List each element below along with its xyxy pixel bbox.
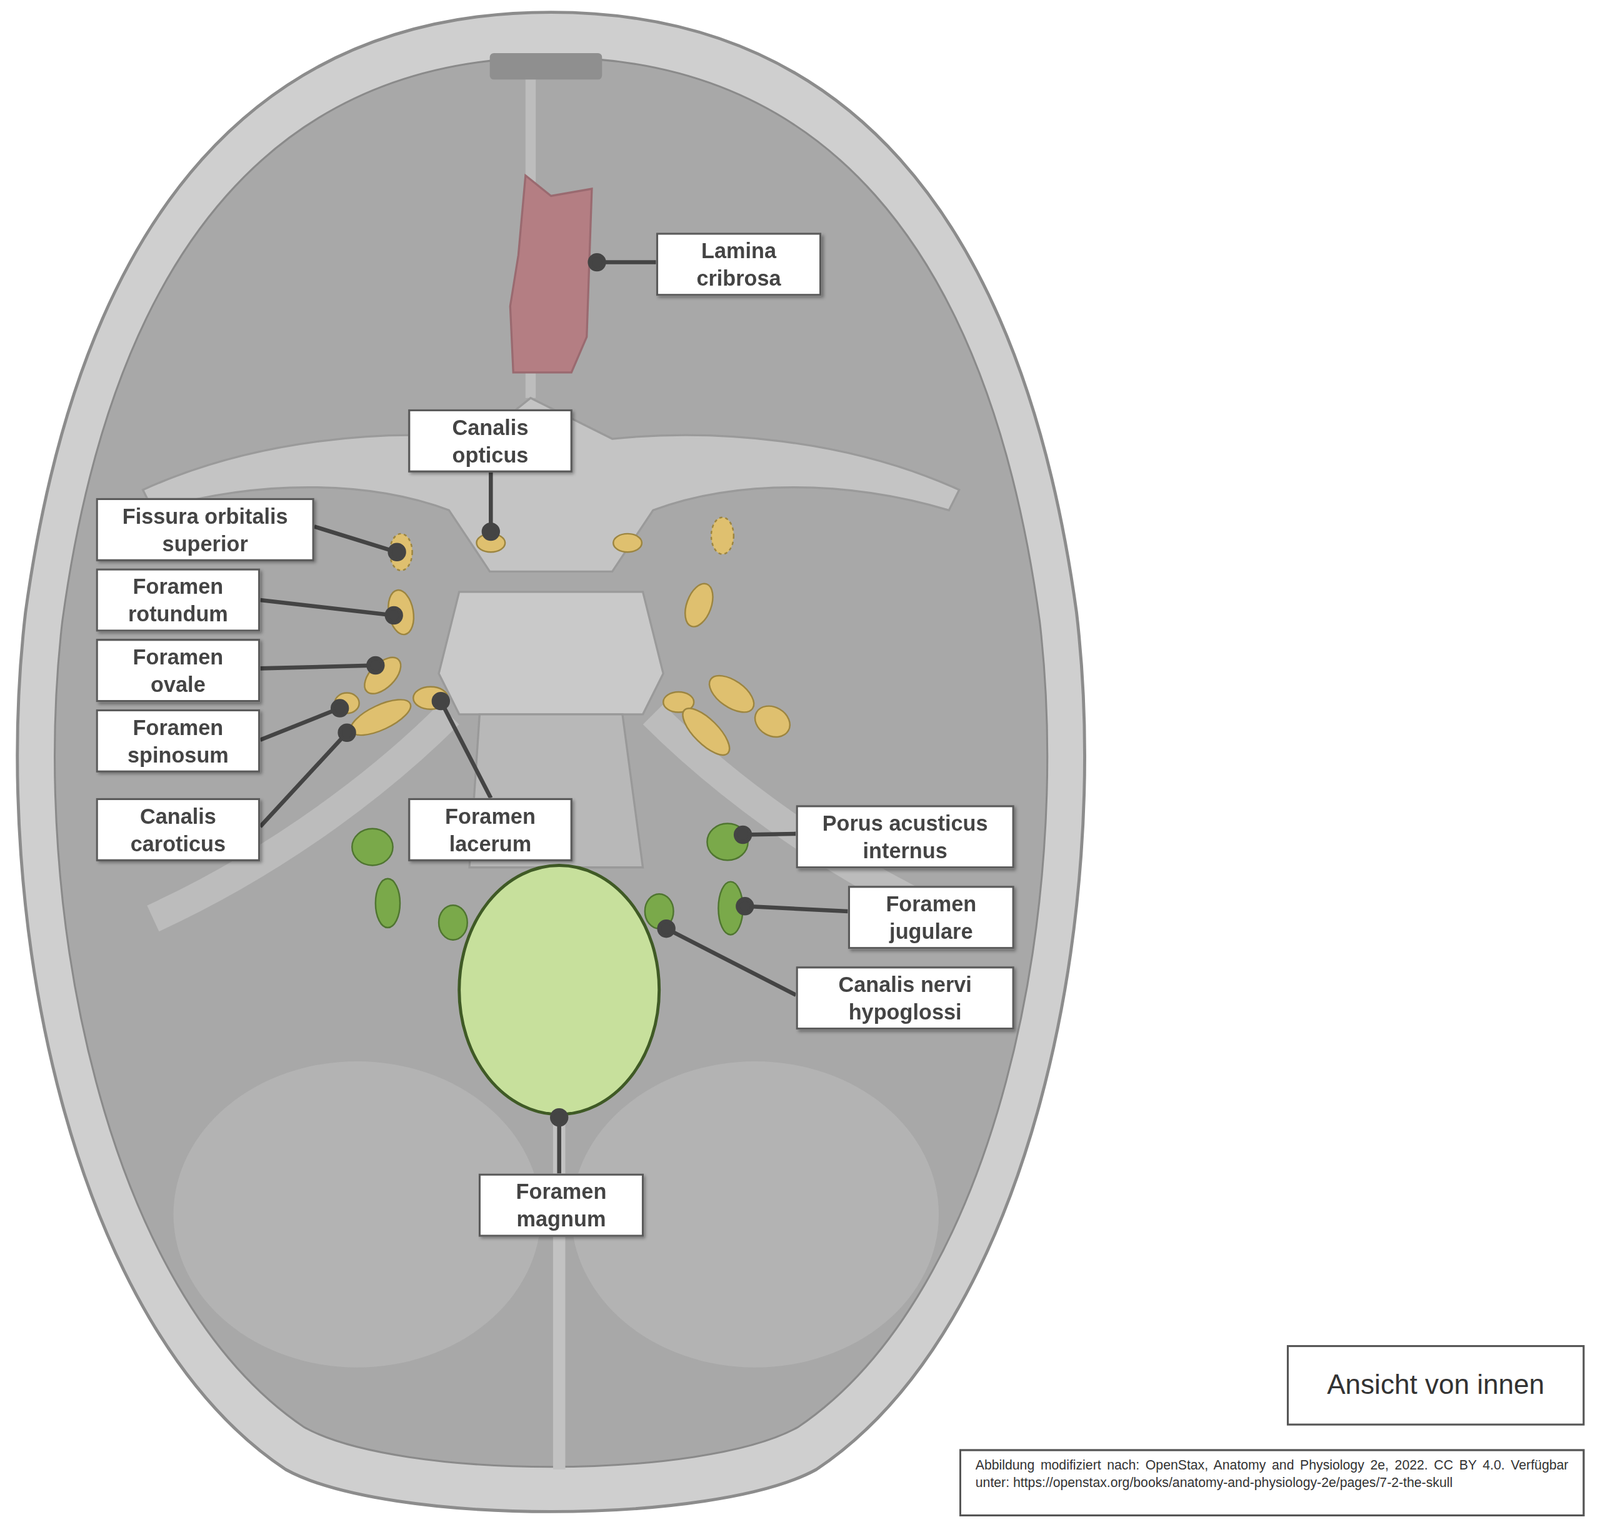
source-note: Abbildung modifiziert nach: OpenStax, An… [959, 1448, 1585, 1517]
label-box: Canalis opticus [408, 409, 573, 473]
label-box: Foramen lacerum [408, 798, 573, 862]
sella-turcica [438, 591, 664, 715]
leader-line [260, 708, 340, 740]
label-text: Lamina cribrosa [663, 236, 815, 292]
leader-dot [332, 701, 347, 716]
label-box: Porus acusticus internus [795, 805, 1014, 869]
label-text: Abbildung modifiziert nach: OpenStax, An… [975, 1456, 1569, 1492]
label-text: Foramen magnum [485, 1177, 637, 1233]
label-box: Lamina cribrosa [656, 232, 822, 296]
leader-dot [433, 693, 449, 709]
leader-dot [368, 658, 383, 673]
foramina-yellow [335, 517, 796, 762]
foramen [351, 828, 393, 866]
foramen [703, 668, 760, 720]
leader-dot [590, 255, 605, 270]
frontal-sinus [490, 53, 603, 80]
leader-dot [390, 545, 405, 560]
label-text: Foramen lacerum [415, 801, 565, 857]
foramen [680, 580, 719, 631]
occipital-crest [553, 1112, 566, 1470]
label-text: Foramen ovale [103, 643, 254, 699]
leader-dot [551, 1110, 567, 1125]
leader-dot [659, 921, 674, 936]
text-stack: Abbildung modifiziert nach: OpenStax, An… [975, 1456, 1569, 1492]
leader-line [666, 928, 796, 995]
foramen [375, 878, 400, 928]
leader-line [488, 467, 494, 532]
text-stack: Foramen jugulare [855, 890, 1007, 945]
view-box: Ansicht von innen [1286, 1345, 1585, 1426]
leader-dot [737, 898, 752, 914]
foramen [749, 700, 796, 744]
label-box: Canalis nervi hypoglossi [795, 966, 1014, 1030]
text-stack: Ansicht von innen [1326, 1371, 1545, 1399]
skull [17, 12, 1085, 1512]
foramen [385, 588, 417, 637]
label-box: Foramen spinosum [95, 709, 260, 773]
text-stack: Foramen magnum [485, 1177, 637, 1233]
text-stack: Canalis caroticus [103, 801, 254, 857]
lamina-cribrosa-area [510, 175, 592, 373]
label-text: Foramen rotundum [103, 572, 254, 628]
leader-dot [483, 524, 499, 539]
leader-line [260, 665, 375, 669]
text-stack: Foramen rotundum [103, 572, 254, 628]
leader-dot [340, 725, 355, 740]
foramen [675, 701, 737, 762]
leader-dot [386, 608, 402, 623]
text-stack: Canalis nervi hypoglossi [803, 970, 1008, 1026]
label-box: Foramen jugulare [848, 885, 1015, 949]
foramen [390, 533, 413, 571]
label-text: Porus acusticus internus [803, 809, 1008, 865]
text-stack: Foramen spinosum [103, 713, 254, 769]
leader-line [260, 600, 394, 615]
text-stack: Foramen ovale [103, 643, 254, 699]
label-box: Foramen magnum [478, 1173, 644, 1237]
label-text: Ansicht von innen [1326, 1371, 1545, 1399]
text-stack: Lamina cribrosa [663, 236, 815, 292]
foramen [345, 692, 415, 743]
text-stack: Canalis opticus [415, 413, 565, 469]
foramen [358, 651, 408, 701]
foramen-magnum-area [459, 865, 660, 1114]
leader-dot [735, 827, 750, 842]
foramen [438, 905, 468, 940]
label-box: Canalis caroticus [95, 798, 260, 862]
label-text: Canalis opticus [415, 413, 565, 469]
foramen [413, 686, 449, 710]
leader-line [440, 701, 491, 799]
label-text: Fissura orbitalis superior [103, 501, 308, 557]
label-text: Foramen jugulare [855, 890, 1007, 945]
foramen [711, 517, 734, 555]
label-box: Fissura orbitalis superior [95, 498, 314, 562]
label-text: Canalis caroticus [103, 801, 254, 857]
foramen [613, 533, 642, 552]
label-text: Foramen spinosum [103, 713, 254, 769]
label-text: Canalis nervi hypoglossi [803, 970, 1008, 1026]
leader-line [314, 526, 397, 552]
label-box: Foramen ovale [95, 638, 260, 702]
text-stack: Fissura orbitalis superior [103, 501, 308, 557]
leader-lines [260, 255, 848, 1174]
leader-line [260, 732, 347, 827]
cranial-cavity [55, 57, 1048, 1467]
skull-outer [17, 12, 1085, 1512]
label-box: Foramen rotundum [95, 568, 260, 632]
text-stack: Porus acusticus internus [803, 809, 1008, 865]
text-stack: Foramen lacerum [415, 801, 565, 857]
leader-line [745, 906, 849, 912]
